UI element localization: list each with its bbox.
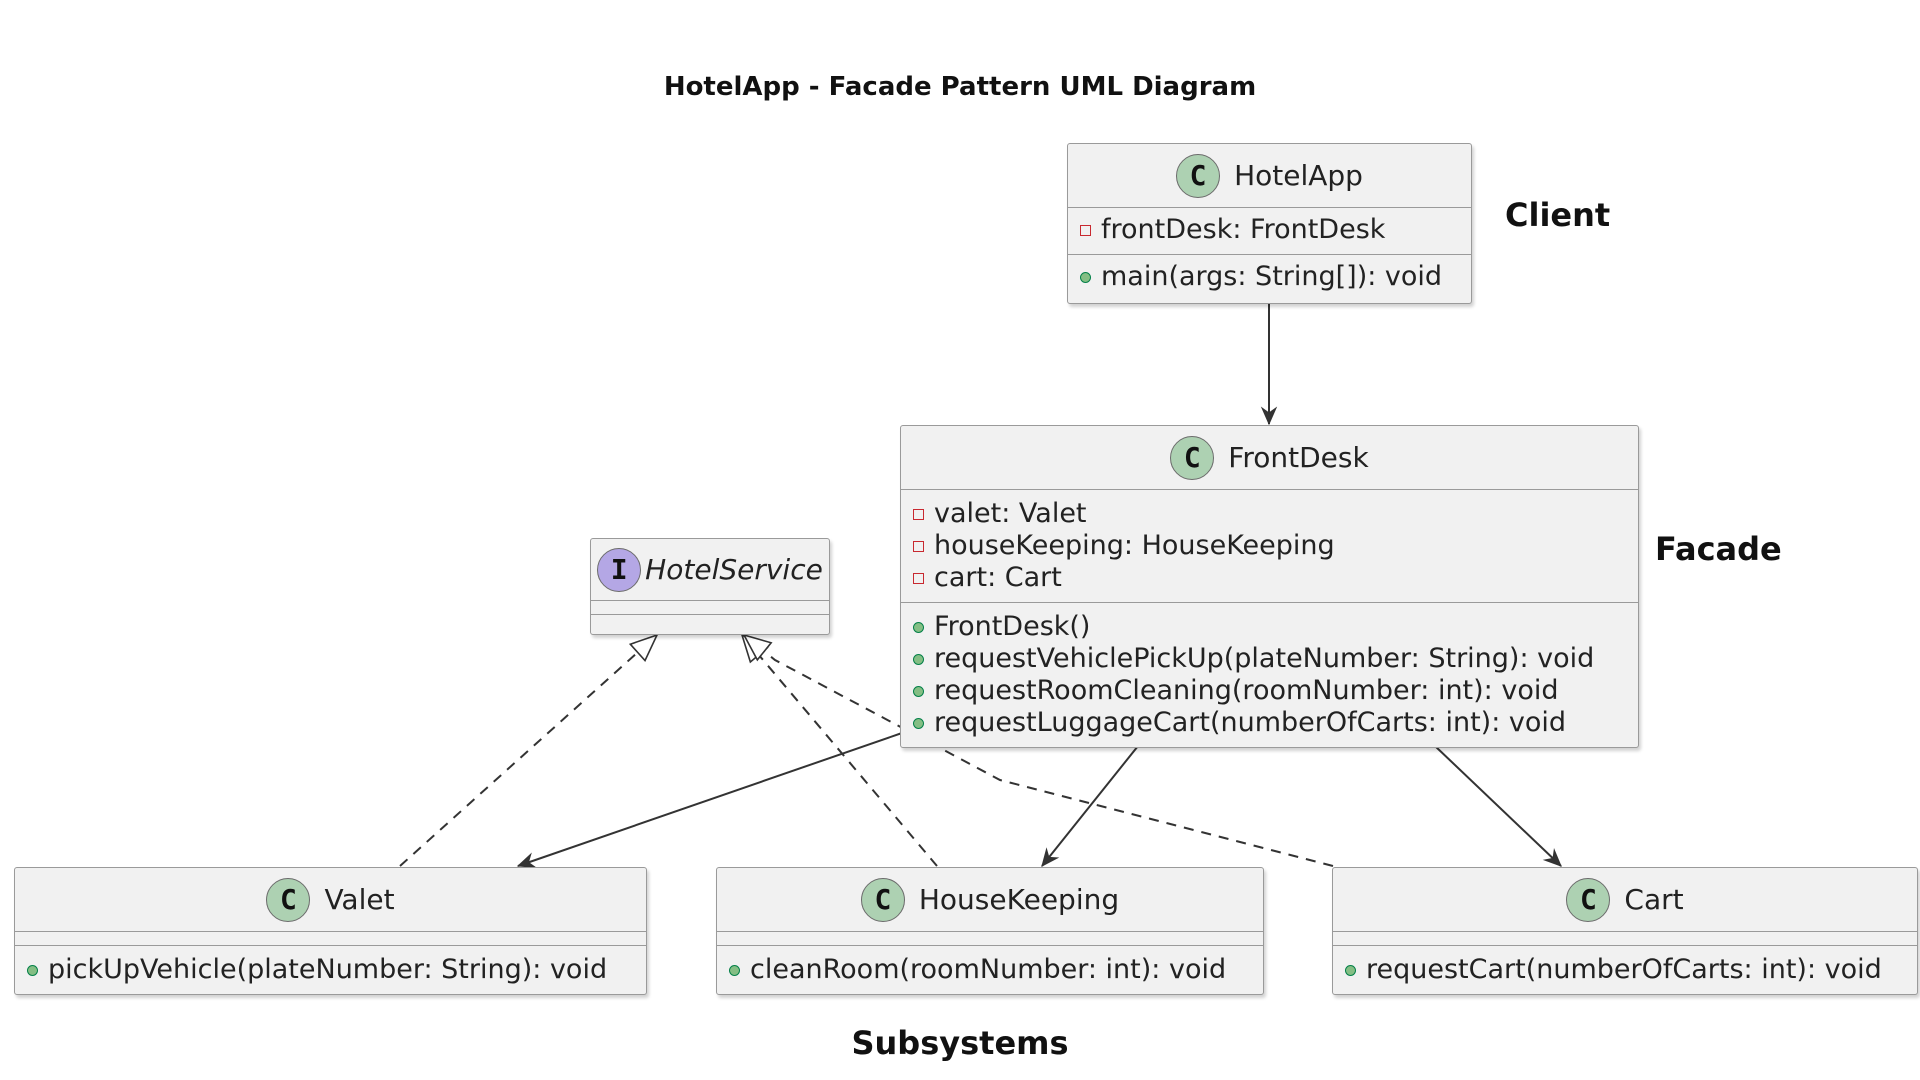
- public-visibility-icon: [913, 653, 924, 665]
- client-label: Client: [1505, 196, 1611, 234]
- facade-label: Facade: [1655, 530, 1782, 568]
- field: houseKeeping: HouseKeeping: [913, 530, 1638, 562]
- method: FrontDesk(): [913, 611, 1638, 643]
- class-name: FrontDesk: [1228, 441, 1369, 474]
- interface-stereotype-icon: I: [597, 547, 642, 592]
- private-visibility-icon: [913, 508, 924, 520]
- private-visibility-icon: [1080, 224, 1091, 236]
- diagram-title: HotelApp - Facade Pattern UML Diagram: [663, 72, 1257, 102]
- methods-section: cleanRoom(roomNumber: int): void: [717, 946, 1263, 994]
- public-visibility-icon: [27, 964, 38, 976]
- method: requestCart(numberOfCarts: int): void: [1345, 954, 1917, 986]
- fields-section: valet: Valet houseKeeping: HouseKeeping …: [901, 490, 1638, 603]
- public-visibility-icon: [913, 621, 924, 633]
- method-text: requestLuggageCart(numberOfCarts: int): …: [934, 707, 1567, 738]
- private-visibility-icon: [913, 540, 924, 552]
- public-visibility-icon: [913, 717, 924, 729]
- method: requestLuggageCart(numberOfCarts: int): …: [913, 707, 1638, 739]
- methods-section: FrontDesk() requestVehiclePickUp(plateNu…: [901, 603, 1638, 746]
- method-text: pickUpVehicle(plateNumber: String): void: [48, 954, 608, 985]
- subsystems-label: Subsystems: [851, 1024, 1069, 1062]
- fields-section: [591, 601, 829, 615]
- association-frontdesk-valet: [516, 732, 903, 869]
- private-visibility-icon: [913, 572, 924, 584]
- field: cart: Cart: [913, 562, 1638, 594]
- class-stereotype-icon: C: [1566, 877, 1611, 922]
- method: requestVehiclePickUp(plateNumber: String…: [913, 643, 1638, 675]
- fields-section: [717, 932, 1263, 946]
- class-name: Valet: [324, 883, 395, 916]
- methods-section: main(args: String[]): void: [1068, 255, 1471, 302]
- methods-section: [591, 615, 829, 633]
- method-text: requestCart(numberOfCarts: int): void: [1366, 954, 1882, 985]
- method: pickUpVehicle(plateNumber: String): void: [27, 954, 646, 986]
- class-header: C Cart: [1333, 868, 1917, 932]
- interface-hotelservice[interactable]: I HotelService: [590, 538, 830, 635]
- class-header: C FrontDesk: [901, 426, 1638, 490]
- method: requestRoomCleaning(roomNumber: int): vo…: [913, 675, 1638, 707]
- public-visibility-icon: [1080, 271, 1091, 283]
- class-stereotype-icon: C: [266, 877, 311, 922]
- field-text: valet: Valet: [934, 498, 1087, 529]
- method-text: requestRoomCleaning(roomNumber: int): vo…: [934, 675, 1559, 706]
- class-valet[interactable]: C Valet pickUpVehicle(plateNumber: Strin…: [14, 867, 647, 995]
- association-frontdesk-cart: [1434, 745, 1562, 867]
- association-frontdesk-housekeeping: [1041, 745, 1139, 867]
- class-frontdesk[interactable]: C FrontDesk valet: Valet houseKeeping: H…: [900, 425, 1639, 748]
- fields-section: [15, 932, 646, 946]
- class-header: C Valet: [15, 868, 646, 932]
- field: valet: Valet: [913, 498, 1638, 530]
- realization-valet-hotelservice: [399, 635, 657, 867]
- public-visibility-icon: [913, 685, 924, 697]
- field-text: houseKeeping: HouseKeeping: [934, 530, 1335, 561]
- class-name: Cart: [1624, 883, 1684, 916]
- realization-cart-hotelservice: [744, 635, 1334, 867]
- class-header: I HotelService: [591, 539, 829, 601]
- method: main(args: String[]): void: [1080, 261, 1471, 293]
- class-stereotype-icon: C: [1170, 435, 1215, 480]
- fields-section: frontDesk: FrontDesk: [1068, 208, 1471, 255]
- method: cleanRoom(roomNumber: int): void: [729, 954, 1263, 986]
- class-housekeeping[interactable]: C HouseKeeping cleanRoom(roomNumber: int…: [716, 867, 1264, 995]
- field-text: frontDesk: FrontDesk: [1101, 214, 1386, 245]
- methods-section: pickUpVehicle(plateNumber: String): void: [15, 946, 646, 994]
- class-hotelapp[interactable]: C HotelApp frontDesk: FrontDesk main(arg…: [1067, 143, 1472, 304]
- public-visibility-icon: [1345, 964, 1356, 976]
- class-header: C HotelApp: [1068, 144, 1471, 208]
- method-text: FrontDesk(): [934, 611, 1091, 642]
- realization-housekeeping-hotelservice: [742, 635, 938, 867]
- method-text: main(args: String[]): void: [1101, 261, 1443, 292]
- class-stereotype-icon: C: [860, 877, 905, 922]
- public-visibility-icon: [729, 964, 740, 976]
- class-cart[interactable]: C Cart requestCart(numberOfCarts: int): …: [1332, 867, 1918, 995]
- method-text: requestVehiclePickUp(plateNumber: String…: [934, 643, 1595, 674]
- field: frontDesk: FrontDesk: [1080, 214, 1471, 246]
- class-name: HouseKeeping: [918, 883, 1120, 916]
- class-name: HotelService: [645, 553, 823, 586]
- class-stereotype-icon: C: [1176, 153, 1221, 198]
- class-name: HotelApp: [1234, 159, 1363, 192]
- class-header: C HouseKeeping: [717, 868, 1263, 932]
- field-text: cart: Cart: [934, 562, 1062, 593]
- methods-section: requestCart(numberOfCarts: int): void: [1333, 946, 1917, 994]
- method-text: cleanRoom(roomNumber: int): void: [750, 954, 1227, 985]
- fields-section: [1333, 932, 1917, 946]
